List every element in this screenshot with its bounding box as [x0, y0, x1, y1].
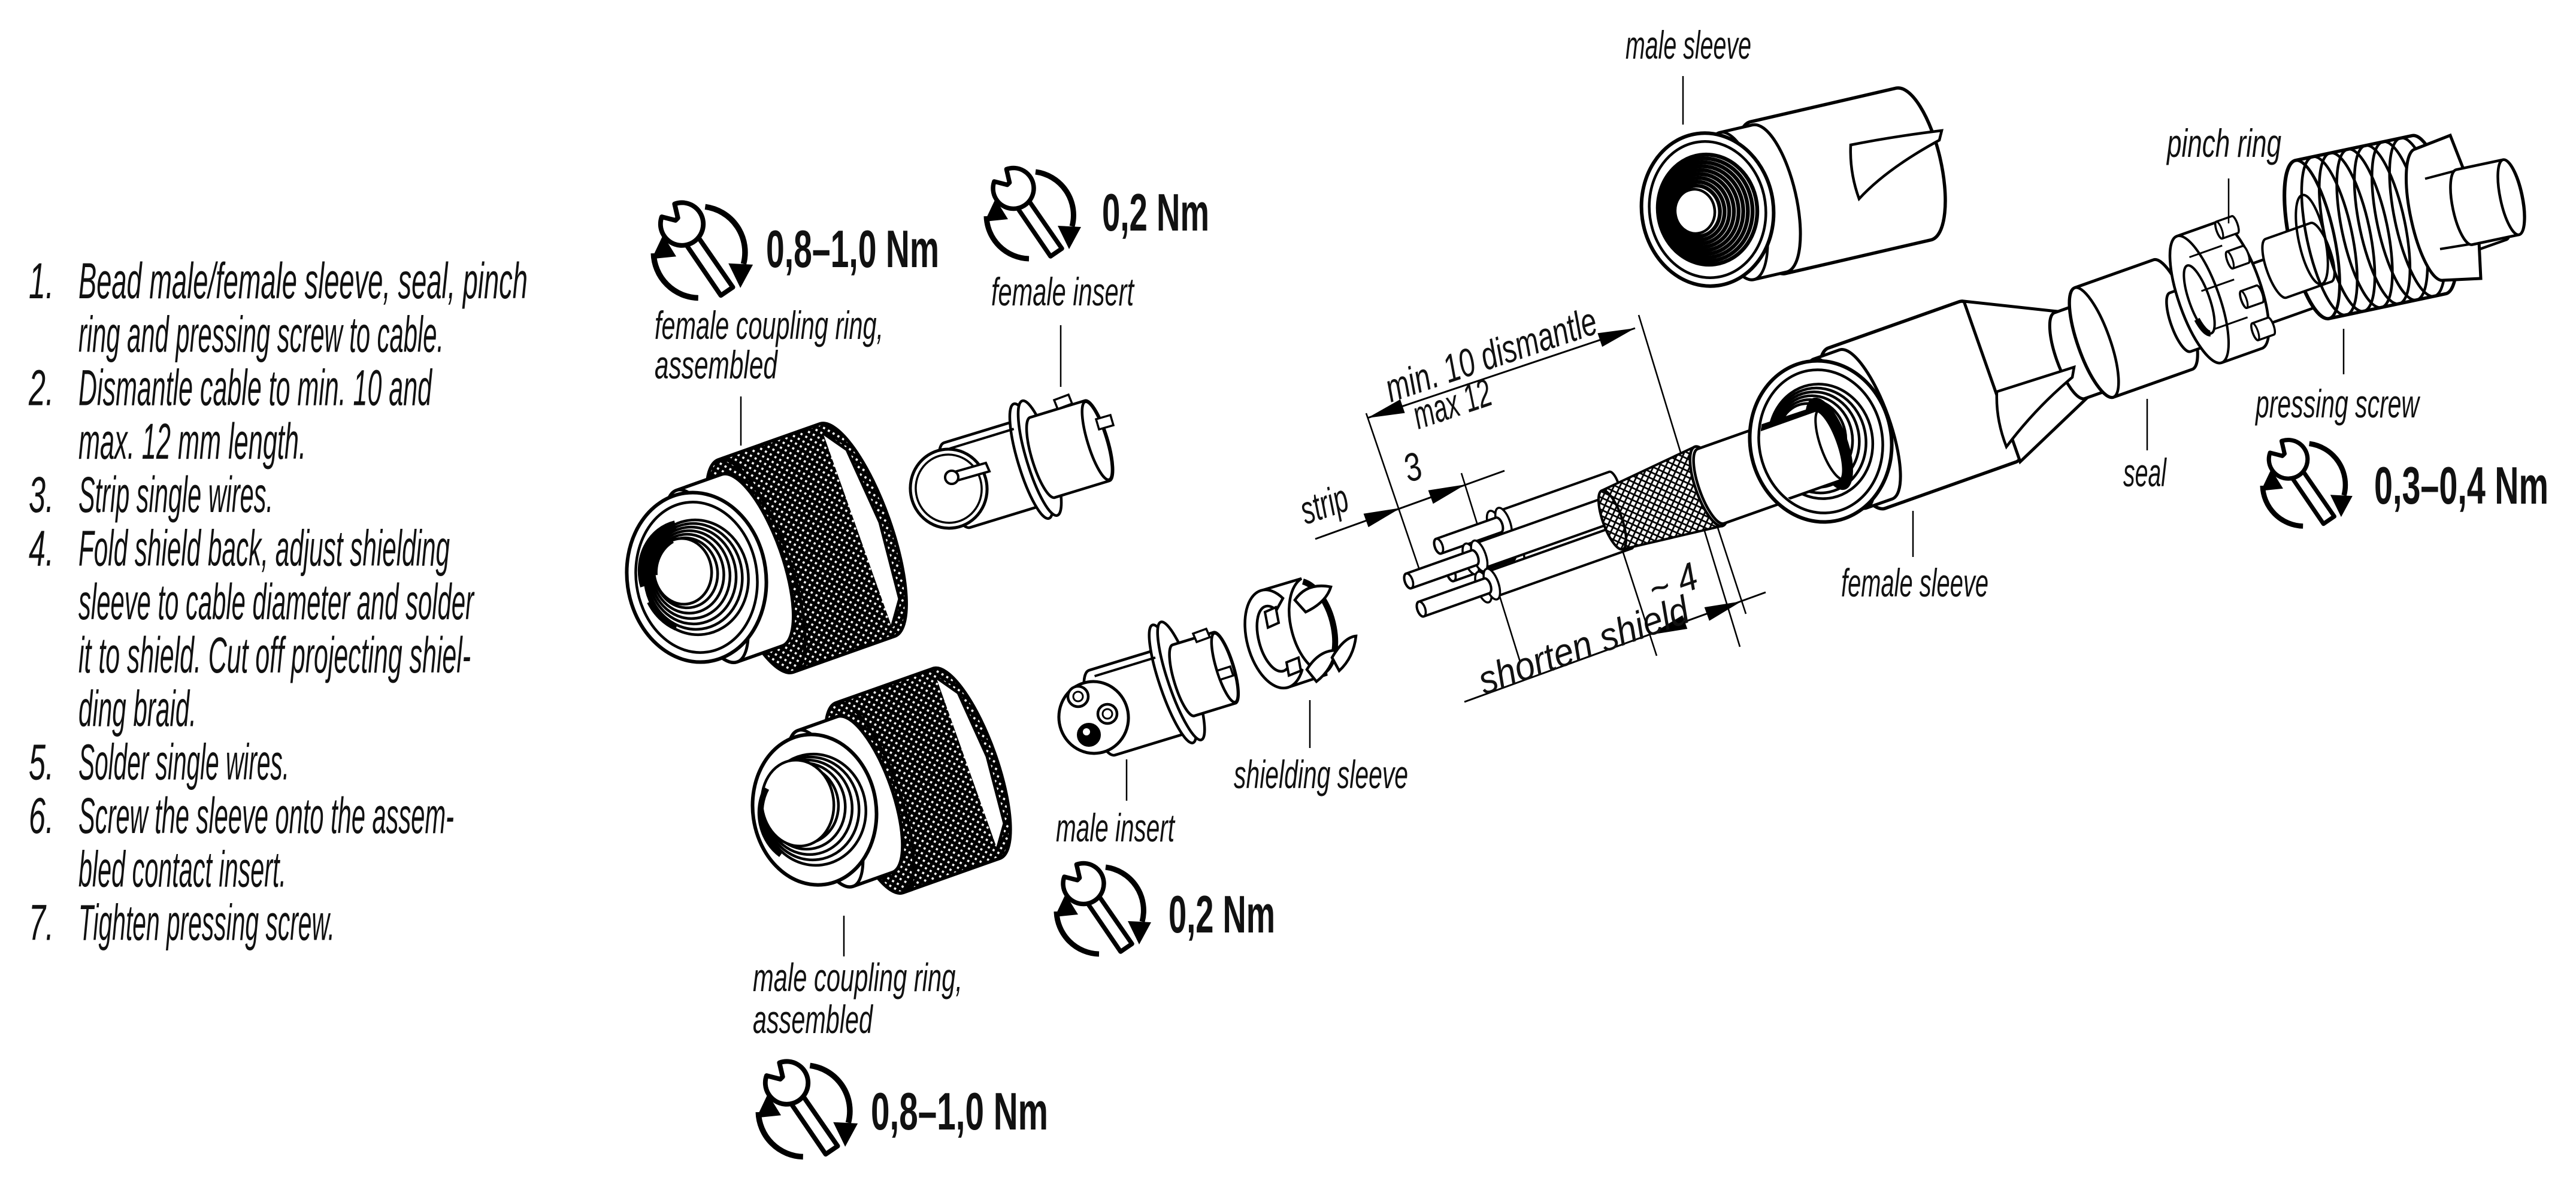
- svg-text:6.: 6.: [29, 788, 54, 844]
- svg-text:Tighten pressing screw.: Tighten pressing screw.: [78, 895, 335, 951]
- svg-text:ding braid.: ding braid.: [78, 680, 196, 737]
- svg-text:0,2 Nm: 0,2 Nm: [1169, 885, 1275, 944]
- svg-text:Screw the sleeve onto the asse: Screw the sleeve onto the assem-: [78, 788, 454, 844]
- svg-text:it to shield. Cut off projecti: it to shield. Cut off projecting shiel-: [78, 627, 471, 683]
- svg-text:seal: seal: [2123, 450, 2167, 495]
- svg-text:5.: 5.: [29, 734, 54, 791]
- svg-text:0,8–1,0 Nm: 0,8–1,0 Nm: [871, 1082, 1048, 1141]
- svg-text:Bead male/female sleeve, seal,: Bead male/female sleeve, seal, pinch: [78, 253, 528, 309]
- svg-text:2.: 2.: [28, 360, 54, 416]
- svg-text:bled contact insert.: bled contact insert.: [78, 841, 286, 897]
- svg-text:0,8–1,0 Nm: 0,8–1,0 Nm: [766, 219, 939, 278]
- svg-text:assembled: assembled: [753, 997, 873, 1041]
- svg-text:shielding sleeve: shielding sleeve: [1234, 752, 1408, 797]
- svg-text:ring and pressing screw to cab: ring and pressing screw to cable.: [78, 306, 444, 362]
- svg-text:male sleeve: male sleeve: [1625, 23, 1751, 67]
- svg-text:pinch ring: pinch ring: [2166, 121, 2282, 165]
- svg-text:female sleeve: female sleeve: [1841, 561, 1988, 605]
- svg-text:Fold shield back, adjust shiel: Fold shield back, adjust shielding: [78, 520, 450, 577]
- svg-text:male insert: male insert: [1056, 805, 1176, 850]
- svg-text:Strip single wires.: Strip single wires.: [78, 467, 273, 523]
- svg-text:Dismantle cable to min. 10 and: Dismantle cable to min. 10 and: [78, 360, 432, 416]
- svg-text:assembled: assembled: [655, 343, 778, 387]
- svg-text:female coupling ring,: female coupling ring,: [655, 303, 883, 347]
- svg-text:female insert: female insert: [991, 269, 1135, 314]
- svg-text:1.: 1.: [29, 253, 54, 309]
- svg-text:3.: 3.: [29, 467, 54, 523]
- svg-text:Solder single wires.: Solder single wires.: [78, 734, 289, 791]
- svg-text:0,2 Nm: 0,2 Nm: [1102, 183, 1209, 242]
- svg-text:max. 12 mm length.: max. 12 mm length.: [78, 413, 306, 470]
- svg-text:4.: 4.: [29, 520, 54, 577]
- svg-text:pressing screw: pressing screw: [2255, 381, 2421, 426]
- svg-text:sleeve to cable diameter and s: sleeve to cable diameter and solder: [78, 574, 475, 630]
- svg-text:7.: 7.: [29, 895, 54, 951]
- svg-text:male coupling ring,: male coupling ring,: [753, 955, 962, 1000]
- svg-text:0,3–0,4 Nm: 0,3–0,4 Nm: [2374, 456, 2548, 515]
